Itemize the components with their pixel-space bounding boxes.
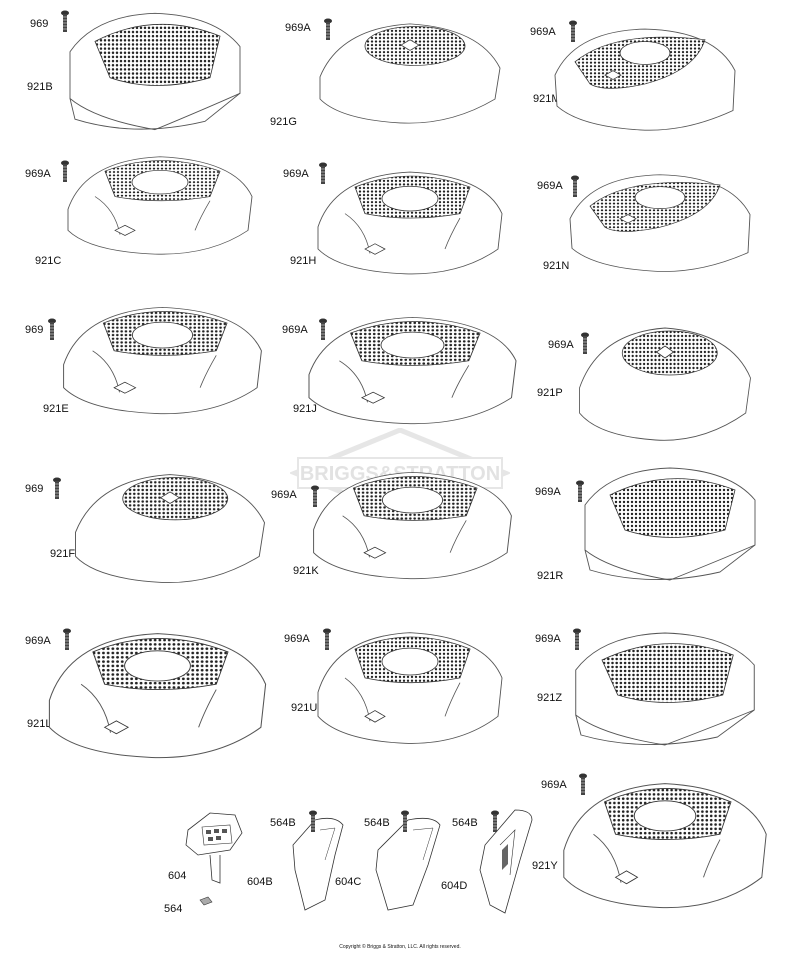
cover-label-921n: 921N xyxy=(543,260,570,272)
screw-label-921l: 969A xyxy=(25,635,51,647)
screw-icon-921u xyxy=(323,628,331,650)
screw-label-921e: 969 xyxy=(25,324,44,336)
label-604c: 604C xyxy=(335,876,362,888)
screw-label-921y: 969A xyxy=(541,779,567,791)
screw-label-921h: 969A xyxy=(283,168,309,180)
label-564: 564 xyxy=(164,903,183,915)
screw-icon-921z xyxy=(573,628,581,650)
blower-housing-921g xyxy=(319,23,501,124)
cover-label-921z: 921Z xyxy=(537,692,563,704)
blower-housing-921p xyxy=(579,327,751,441)
blower-housing-921n xyxy=(569,174,751,272)
screw-icon-921n xyxy=(571,175,579,197)
blower-housing-921z xyxy=(575,632,755,746)
screw-icon-921h xyxy=(319,162,327,184)
cover-label-921c: 921C xyxy=(35,255,62,267)
label-604b: 604B xyxy=(247,876,273,888)
blower-housing-921e xyxy=(63,306,262,415)
blower-housing-921k xyxy=(313,471,512,580)
screw-label-921b: 969 xyxy=(30,18,49,30)
screw-icon-564b-3 xyxy=(491,810,499,832)
screw-icon-921p xyxy=(581,332,589,354)
screw-label-921p: 969A xyxy=(548,339,574,351)
blower-housing-921u xyxy=(317,632,503,744)
cover-label-921e: 921E xyxy=(43,403,69,415)
label-604: 604 xyxy=(168,870,187,882)
cover-label-921j: 921J xyxy=(293,403,317,415)
blower-housing-921l xyxy=(48,633,267,759)
cover-label-921h: 921H xyxy=(290,255,317,267)
screw-label-921g: 969A xyxy=(285,22,311,34)
label-564b-1: 564B xyxy=(270,817,296,829)
screw-icon-921m xyxy=(569,20,577,42)
cover-label-921l: 921L xyxy=(27,718,52,730)
screw-icon-921g xyxy=(324,18,332,40)
screw-icon-921k xyxy=(311,485,319,507)
cover-label-921y: 921Y xyxy=(532,860,558,872)
blower-housing-921b xyxy=(69,12,241,131)
cover-label-921p: 921P xyxy=(537,387,563,399)
label-604d: 604D xyxy=(441,880,468,892)
blower-housing-921h xyxy=(317,171,503,275)
screw-icon-564b-1 xyxy=(309,810,317,832)
screw-icon-921l xyxy=(63,628,71,650)
cover-label-921r: 921R xyxy=(537,570,564,582)
screw-label-921m: 969A xyxy=(530,26,556,38)
blower-housing-921f xyxy=(75,474,265,584)
cover-label-921m: 921M xyxy=(533,93,561,105)
screw-label-921r: 969A xyxy=(535,486,561,498)
screw-label-921k: 969A xyxy=(271,489,297,501)
blower-housing-921m xyxy=(554,28,736,131)
screw-icon-921e xyxy=(48,318,56,340)
cover-604b xyxy=(292,817,344,911)
screw-label-921n: 969A xyxy=(537,180,563,192)
cover-label-921k: 921K xyxy=(293,565,319,577)
screw-icon-921c xyxy=(61,160,69,182)
screw-label-921z: 969A xyxy=(535,633,561,645)
label-564b-3: 564B xyxy=(452,817,478,829)
screw-label-921u: 969A xyxy=(284,633,310,645)
screw-label-921f: 969 xyxy=(25,483,44,495)
copyright-notice: Copyright © Briggs & Stratton, LLC. All … xyxy=(339,944,461,950)
screw-icon-921j xyxy=(319,318,327,340)
cover-label-921b: 921B xyxy=(27,81,53,93)
cover-604c xyxy=(375,817,441,911)
screw-icon-921y xyxy=(579,773,587,795)
cover-604d xyxy=(479,809,533,914)
bracket-604 xyxy=(185,812,243,906)
cover-label-921g: 921G xyxy=(270,116,297,128)
blower-housing-921r xyxy=(584,467,756,581)
screw-icon-564b-2 xyxy=(401,810,409,832)
screw-label-921c: 969A xyxy=(25,168,51,180)
screw-icon-921f xyxy=(53,477,61,499)
screw-icon-921b xyxy=(61,10,69,32)
screw-icon-921r xyxy=(576,480,584,502)
screw-label-921j: 969A xyxy=(282,324,308,336)
blower-housing-921c xyxy=(67,156,253,255)
blower-housing-921y xyxy=(563,783,767,909)
cover-label-921f: 921F xyxy=(50,548,76,560)
label-564b-2: 564B xyxy=(364,817,390,829)
cover-label-921u: 921U xyxy=(291,702,318,714)
blower-housing-921j xyxy=(308,316,517,425)
